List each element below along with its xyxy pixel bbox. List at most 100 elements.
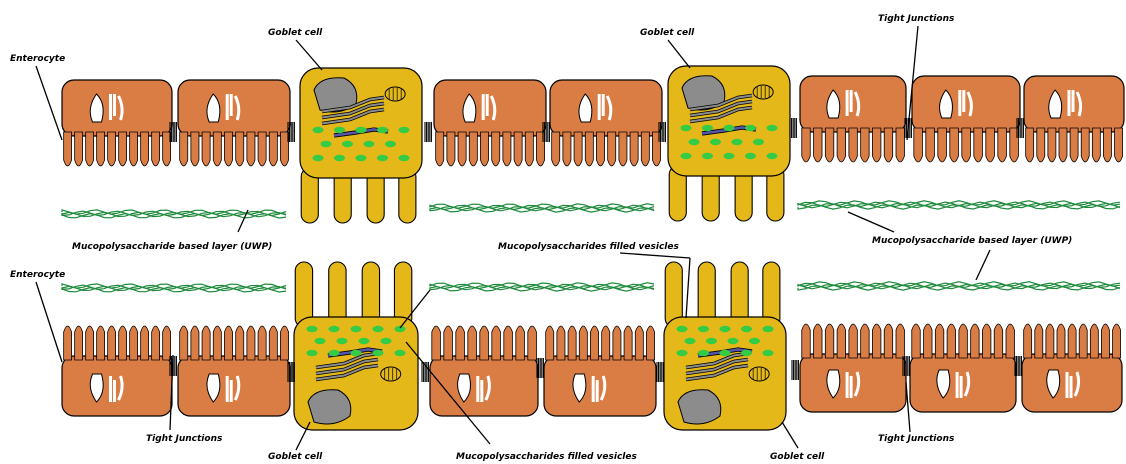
- mucus-layer-top-right: [798, 201, 1120, 209]
- goblet-cell-top-2-vesicle: [724, 125, 735, 131]
- goblet-cell-bottom-1-vesicle: [329, 350, 340, 356]
- goblet-cell-top-2-vesicle: [689, 139, 700, 145]
- goblet-cell-bottom-2-nucleus: [678, 390, 721, 424]
- goblet-cell-top-1: [300, 68, 422, 223]
- goblet-cell-bottom-1-vesicle: [307, 326, 318, 332]
- goblet-cell-bottom-1-vesicle: [351, 350, 362, 356]
- enterocyte-bottom-5: [800, 324, 906, 412]
- goblet-cell-bottom-2-vesicle: [749, 338, 760, 344]
- label-goblet-bottom-right: Goblet cell: [770, 452, 824, 463]
- leader-goblet-top-left: [296, 40, 322, 70]
- goblet-cell-bottom-2-vesicle: [720, 326, 731, 332]
- goblet-cell-bottom-1-vesicle: [307, 350, 318, 356]
- goblet-cell-bottom-1-vesicle: [315, 338, 326, 344]
- goblet-cell-top-2-mitochondria: [753, 85, 773, 99]
- goblet-cell-bottom-2-vesicle: [677, 326, 688, 332]
- label-tight-bottom-left: Tight Junctions: [146, 434, 222, 445]
- goblet-cell-top-1-vesicle: [399, 127, 410, 133]
- goblet-cell-bottom-1-vesicle: [373, 326, 384, 332]
- label-enterocyte-bottom: Enterocyte: [10, 270, 65, 281]
- goblet-cell-bottom-2-vesicle: [706, 338, 717, 344]
- goblet-cell-bottom-2-vesicle: [677, 350, 688, 356]
- leader-goblet-top-right: [668, 40, 690, 68]
- leader-vesicles-mid-b: [686, 258, 690, 318]
- goblet-cell-top-2-vesicle: [745, 153, 756, 159]
- goblet-cell-bottom-1-vesicle: [329, 326, 340, 332]
- goblet-cell-top-2-vesicle: [710, 139, 721, 145]
- goblet-cell-bottom-1-mitochondria: [381, 367, 401, 381]
- mucus-layer-bottom-middle: [430, 283, 654, 291]
- goblet-cell-bottom-2-vesicle: [685, 338, 696, 344]
- tight-junction-bottom-5: [792, 360, 798, 380]
- goblet-cell-top-1-vesicle: [377, 155, 388, 161]
- goblet-cell-top-2-vesicle: [767, 125, 778, 131]
- label-tight-bottom-right: Tight Junctions: [878, 434, 954, 445]
- enterocyte-bottom-2: [178, 326, 290, 416]
- goblet-cell-bottom-2-vesicle: [698, 326, 709, 332]
- leader-uwp-bottom: [976, 250, 990, 280]
- goblet-cell-bottom-2-vesicle: [763, 350, 774, 356]
- label-uwp-top: Mucopolysaccharide based layer (UWP): [72, 242, 272, 253]
- goblet-cell-top-1-vesicle: [364, 141, 375, 147]
- goblet-cell-bottom-1-vesicle: [359, 338, 370, 344]
- goblet-cell-bottom-2-vesicle: [698, 350, 709, 356]
- leader-enterocyte-top: [36, 66, 62, 140]
- label-vesicles-mid: Mucopolysaccharides filled vesicles: [498, 242, 679, 253]
- label-goblet-bottom-left: Goblet cell: [268, 452, 322, 463]
- goblet-cell-top-2-vesicle: [745, 125, 756, 131]
- leader-goblet-bottom-right: [782, 422, 798, 448]
- goblet-cell-top-2-vesicle: [767, 153, 778, 159]
- goblet-cell-top-2-vesicle: [732, 139, 743, 145]
- goblet-cell-top-1-vesicle: [342, 141, 353, 147]
- goblet-cell-top-1-vesicle: [399, 155, 410, 161]
- enterocyte-top-4: [550, 80, 662, 166]
- goblet-cell-top-1-mitochondria: [385, 87, 405, 101]
- label-enterocyte-top: Enterocyte: [10, 54, 65, 65]
- enterocyte-top-6: [912, 76, 1020, 162]
- enterocyte-bottom-4: [544, 326, 656, 416]
- goblet-cell-bottom-2-vesicle: [728, 338, 739, 344]
- goblet-cell-bottom-2-vesicle: [720, 350, 731, 356]
- goblet-cell-top-2: [668, 66, 790, 221]
- goblet-cell-top-1-vesicle: [313, 155, 324, 161]
- enterocyte-bottom-3: [430, 326, 538, 416]
- goblet-cell-bottom-2-mitochondria: [749, 367, 769, 381]
- goblet-cell-top-1-vesicle: [356, 127, 367, 133]
- goblet-cell-top-1-vesicle: [321, 141, 332, 147]
- goblet-cell-bottom-1: [294, 262, 418, 430]
- mucus-layer-top-middle: [430, 204, 654, 212]
- enterocyte-top-5: [800, 76, 906, 162]
- mucus-layer-bottom-right: [798, 282, 1120, 290]
- label-vesicles-bottom: Mucopolysaccharides filled vesicles: [456, 452, 637, 463]
- goblet-cell-bottom-1-vesicle: [395, 350, 406, 356]
- goblet-cell-bottom-2-vesicle: [741, 326, 752, 332]
- label-goblet-top-left: Goblet cell: [268, 28, 322, 39]
- enterocyte-bottom-6: [910, 324, 1016, 412]
- goblet-cell-top-1-vesicle: [385, 141, 396, 147]
- goblet-cell-bottom-1-vesicle: [351, 326, 362, 332]
- enterocyte-top-1: [62, 80, 172, 166]
- goblet-cell-top-2-vesicle: [753, 139, 764, 145]
- goblet-cell-top-2-vesicle: [681, 153, 692, 159]
- label-uwp-bottom: Mucopolysaccharide based layer (UWP): [872, 236, 1072, 247]
- goblet-cell-bottom-2-vesicle: [741, 350, 752, 356]
- goblet-cell-bottom-2-vesicle: [763, 326, 774, 332]
- enterocyte-top-3: [434, 80, 546, 166]
- goblet-cell-top-1-vesicle: [356, 155, 367, 161]
- goblet-cell-bottom-2: [664, 262, 786, 430]
- label-goblet-top-right: Goblet cell: [640, 28, 694, 39]
- goblet-cell-top-2-vesicle: [724, 153, 735, 159]
- mucus-layer-top-left: [62, 210, 286, 218]
- goblet-cell-top-2-vesicle: [702, 125, 713, 131]
- enterocyte-top-7: [1024, 76, 1124, 162]
- tight-junction-bottom-4: [657, 362, 663, 382]
- leader-enterocyte-bottom: [36, 282, 62, 362]
- tight-junction-top-2: [425, 122, 431, 142]
- leader-vesicles-mid-a: [620, 253, 690, 258]
- label-tight-top: Tight Junctions: [878, 14, 954, 25]
- goblet-cell-top-2-vesicle: [681, 125, 692, 131]
- goblet-cell-top-2-vesicle: [702, 153, 713, 159]
- goblet-cell-bottom-1-vesicle: [373, 350, 384, 356]
- goblet-cell-top-1-vesicle: [334, 155, 345, 161]
